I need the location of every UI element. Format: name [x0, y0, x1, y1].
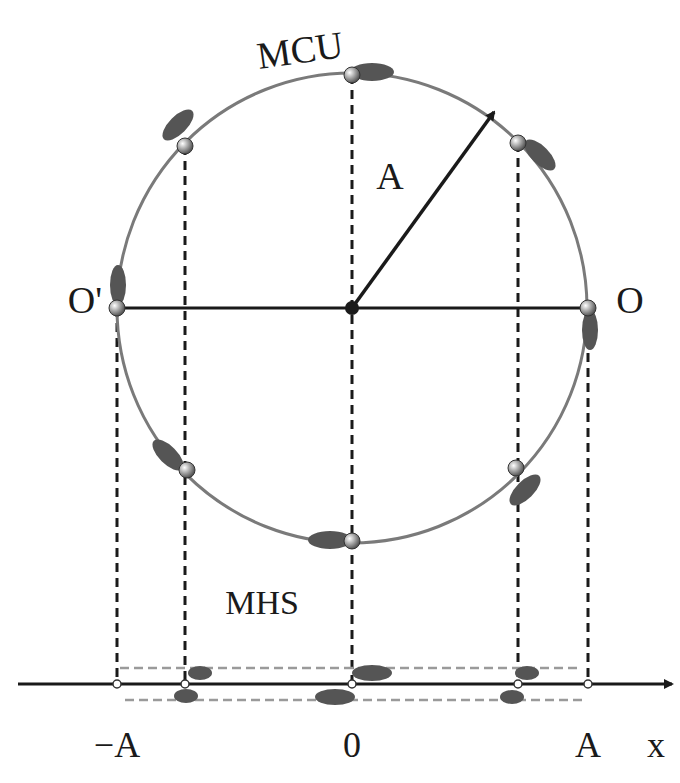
axis-tick-label: A: [575, 727, 601, 763]
circle-label: MCU: [252, 25, 349, 76]
point-label: O': [68, 281, 102, 319]
radius-label: A: [376, 157, 403, 195]
point-label: O: [616, 281, 643, 319]
motion-label: MHS: [222, 586, 302, 620]
axis-name-label: x: [647, 727, 665, 763]
axis-tick-label: 0: [343, 727, 361, 763]
axis-tick-label: −A: [94, 727, 140, 763]
